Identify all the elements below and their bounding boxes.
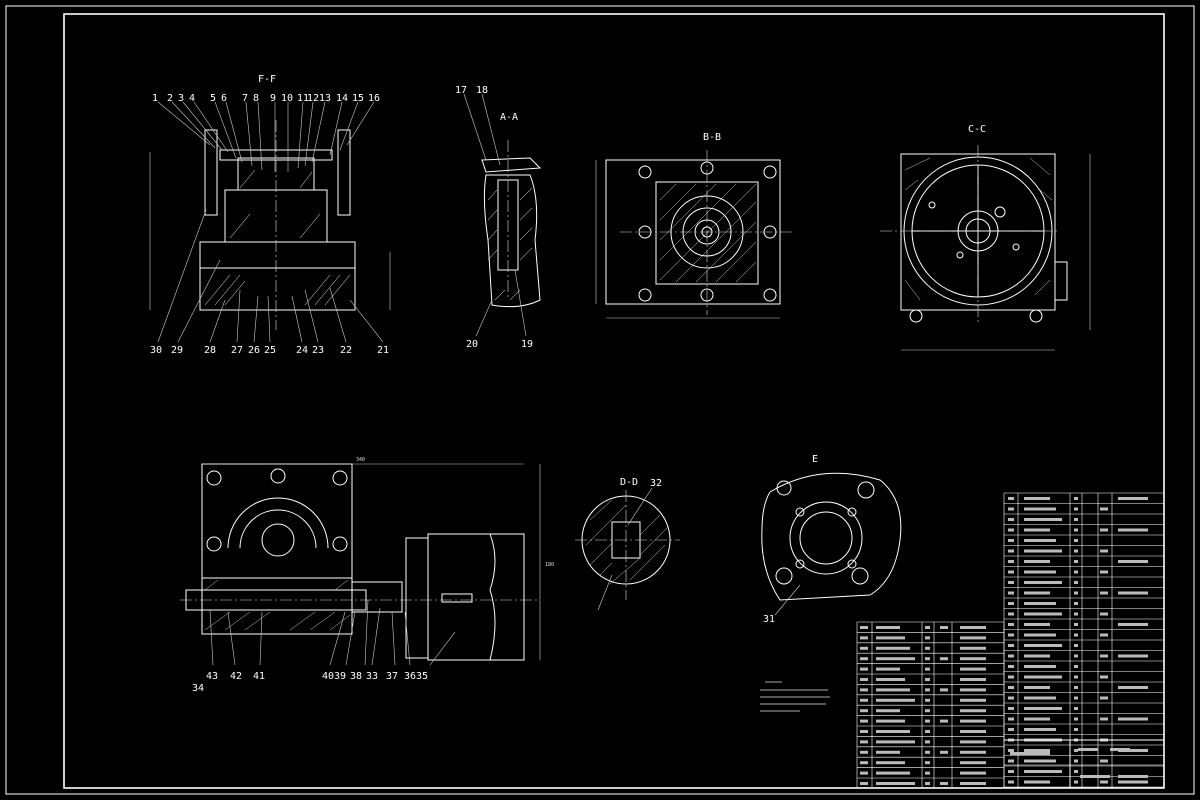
- section-cc-title: C-C: [968, 124, 986, 135]
- parts-list-table: [856, 492, 1165, 788]
- section-bb-view: B-B: [595, 132, 795, 319]
- callout-43: 43: [206, 671, 218, 682]
- callout-29: 29: [171, 345, 183, 356]
- callout-26a: 26: [248, 345, 260, 356]
- callout-4: 4: [189, 93, 195, 104]
- callout-38: 38: [350, 671, 362, 682]
- callout-5: 5: [210, 93, 216, 104]
- callout-30: 30: [150, 345, 162, 356]
- callout-20: 20: [466, 339, 478, 350]
- callout-32: 32: [650, 478, 662, 489]
- callout-11: 11: [297, 93, 309, 104]
- front-height-dim: 180: [545, 562, 554, 568]
- callout-28: 28: [204, 345, 216, 356]
- callout-9: 9: [270, 93, 276, 104]
- callout-23: 23: [312, 345, 324, 356]
- callout-18: 18: [476, 85, 488, 96]
- section-aa-view: A-A: [463, 93, 542, 337]
- callout-42: 42: [230, 671, 242, 682]
- callout-40: 40: [322, 671, 334, 682]
- callout-2: 2: [167, 93, 173, 104]
- callout-19: 19: [521, 339, 533, 350]
- callout-7: 7: [242, 93, 248, 104]
- callout-37: 37: [386, 671, 398, 682]
- callout-3: 3: [178, 93, 184, 104]
- front-view: [180, 463, 541, 666]
- inner-frame: [63, 13, 1165, 789]
- callout-1: 1: [152, 93, 158, 104]
- callout-22: 22: [340, 345, 352, 356]
- section-dd-view: D-D: [575, 477, 680, 611]
- callout-10: 10: [281, 93, 293, 104]
- callout-41: 41: [253, 671, 265, 682]
- technical-notes: [760, 681, 830, 712]
- callout-34: 34: [192, 683, 204, 694]
- callout-8: 8: [253, 93, 259, 104]
- callout-31: 31: [763, 614, 775, 625]
- callout-15: 15: [352, 93, 364, 104]
- section-dd-title: D-D: [620, 477, 638, 488]
- section-ff-title: F-F: [258, 74, 276, 85]
- callout-6: 6: [221, 93, 227, 104]
- section-cc-view: C-C: [880, 124, 1091, 351]
- section-ff-view: F-F: [149, 74, 391, 343]
- callout-35: 35: [416, 671, 428, 682]
- callout-27: 27: [231, 345, 243, 356]
- callout-16: 16: [368, 93, 380, 104]
- callout-24: 24: [296, 345, 308, 356]
- callout-17: 17: [455, 85, 467, 96]
- callout-39: 39: [334, 671, 346, 682]
- callout-12: 12: [307, 93, 319, 104]
- callout-25a: 25: [264, 345, 276, 356]
- front-width-dim: 340: [356, 457, 365, 463]
- callout-33: 33: [366, 671, 378, 682]
- callout-36: 36: [404, 671, 416, 682]
- callout-21: 21: [377, 345, 389, 356]
- section-e-view: E: [761, 454, 902, 616]
- outer-border: [5, 5, 1195, 795]
- section-aa-title: A-A: [500, 112, 518, 123]
- callout-14: 14: [336, 93, 348, 104]
- section-e-title: E: [812, 454, 818, 465]
- callout-13: 13: [319, 93, 331, 104]
- section-bb-title: B-B: [703, 132, 721, 143]
